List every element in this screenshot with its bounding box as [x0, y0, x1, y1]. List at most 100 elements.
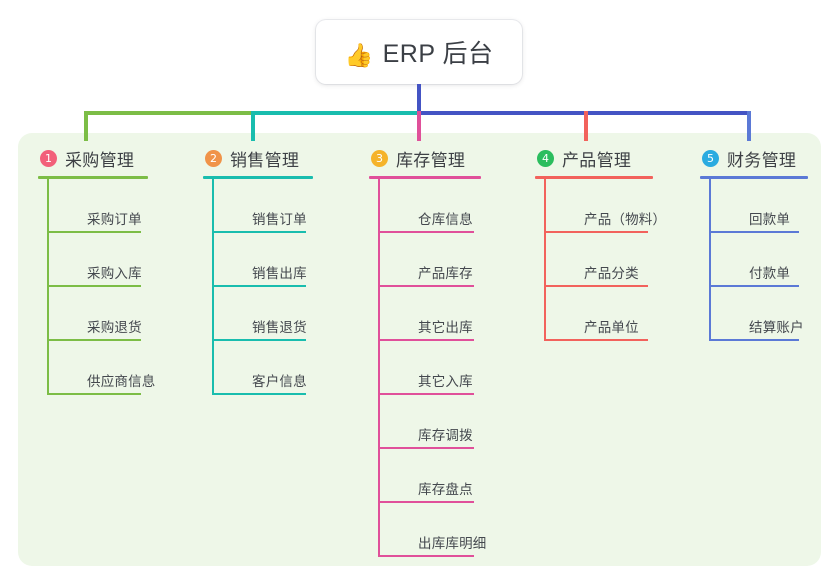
list-item-label: 供应商信息 — [87, 374, 156, 389]
list-item[interactable]: 付款单 — [711, 233, 839, 287]
list-item[interactable]: 供应商信息 — [49, 341, 190, 395]
list-item[interactable]: 出库库明细 — [380, 503, 521, 557]
list-item-rule — [546, 339, 648, 341]
list-item-rule — [380, 501, 474, 503]
column-badge-sales: 2 — [205, 149, 222, 167]
list-item-label: 付款单 — [749, 266, 791, 281]
list-item-label: 产品单位 — [584, 320, 639, 335]
list-item-rule — [546, 231, 648, 233]
list-item-label: 销售出库 — [252, 266, 307, 281]
list-item-rule — [711, 339, 799, 341]
list-item-label: 库存调拨 — [418, 428, 473, 443]
column-header-purchase[interactable]: 1 采购管理 — [38, 145, 190, 171]
column-spine-inventory — [378, 179, 380, 557]
column-spine-sales — [212, 179, 214, 395]
list-item-rule — [214, 393, 306, 395]
stub-finance — [747, 111, 751, 141]
list-item[interactable]: 产品库存 — [380, 233, 521, 287]
segment-teal — [252, 111, 418, 115]
list-item[interactable]: 客户信息 — [214, 341, 355, 395]
list-item[interactable]: 采购入库 — [49, 233, 190, 287]
list-item[interactable]: 采购退货 — [49, 287, 190, 341]
column-header-rule-finance — [700, 176, 808, 179]
root-trunk-connector — [417, 84, 421, 114]
column-items-finance: 回款单付款单结算账户 — [700, 179, 839, 341]
list-item-label: 其它入库 — [418, 374, 473, 389]
list-item-rule — [380, 231, 474, 233]
segment-green — [84, 111, 252, 115]
column-items-purchase: 采购订单采购入库采购退货供应商信息 — [38, 179, 190, 395]
column-badge-inventory: 3 — [371, 149, 388, 167]
stub-sales — [251, 111, 255, 141]
root-node-card[interactable]: 👍 ERP 后台 — [316, 20, 522, 84]
list-item-label: 结算账户 — [749, 320, 804, 335]
list-item-rule — [214, 285, 306, 287]
column-title-inventory: 库存管理 — [396, 150, 466, 170]
list-item-rule — [546, 285, 648, 287]
column-items-product: 产品（物料） 产品分类产品单位 — [535, 179, 687, 341]
column-purchase: 1 采购管理采购订单采购入库采购退货供应商信息 — [38, 145, 190, 395]
list-item-rule — [49, 339, 141, 341]
column-header-rule-sales — [203, 176, 313, 179]
column-header-inventory[interactable]: 3 库存管理 — [369, 145, 521, 171]
list-item-label: 客户信息 — [252, 374, 307, 389]
list-item-label: 其它出库 — [418, 320, 473, 335]
list-item-label: 采购退货 — [87, 320, 142, 335]
list-item-label: 库存盘点 — [418, 482, 473, 497]
list-item[interactable]: 库存调拨 — [380, 395, 521, 449]
stub-inventory — [417, 111, 421, 141]
column-badge-purchase: 1 — [40, 149, 57, 167]
list-item-rule — [49, 285, 141, 287]
column-spine-purchase — [47, 179, 49, 395]
list-item-rule — [214, 339, 306, 341]
list-item[interactable]: 销售出库 — [214, 233, 355, 287]
list-item-label: 销售订单 — [252, 212, 307, 227]
list-item-label: 采购订单 — [87, 212, 142, 227]
list-item-rule — [380, 393, 474, 395]
list-item[interactable]: 其它入库 — [380, 341, 521, 395]
list-item[interactable]: 回款单 — [711, 179, 839, 233]
list-item-rule — [711, 285, 799, 287]
list-item[interactable]: 销售退货 — [214, 287, 355, 341]
column-badge-product: 4 — [537, 149, 554, 167]
list-item-rule — [49, 393, 141, 395]
list-item-rule — [380, 339, 474, 341]
thumbs-up-icon: 👍 — [344, 42, 374, 68]
column-items-sales: 销售订单销售出库销售退货客户信息 — [203, 179, 355, 395]
column-items-inventory: 仓库信息产品库存其它出库其它入库库存调拨库存盘点出库库明细 — [369, 179, 521, 557]
root-node-title: 👍 ERP 后台 — [344, 34, 493, 70]
list-item[interactable]: 采购订单 — [49, 179, 190, 233]
list-item[interactable]: 库存盘点 — [380, 449, 521, 503]
column-header-rule-purchase — [38, 176, 148, 179]
stub-product — [584, 111, 588, 141]
list-item-rule — [380, 447, 474, 449]
column-title-finance: 财务管理 — [727, 150, 797, 170]
list-item-rule — [380, 555, 474, 557]
column-title-sales: 销售管理 — [230, 150, 300, 170]
column-header-sales[interactable]: 2 销售管理 — [203, 145, 355, 171]
list-item[interactable]: 仓库信息 — [380, 179, 521, 233]
column-spine-product — [544, 179, 546, 341]
list-item-label: 采购入库 — [87, 266, 142, 281]
column-title-purchase: 采购管理 — [65, 150, 135, 170]
list-item[interactable]: 其它出库 — [380, 287, 521, 341]
column-header-rule-product — [535, 176, 653, 179]
root-node-label: ERP 后台 — [382, 40, 494, 68]
list-item-label: 产品（物料） — [584, 212, 667, 227]
list-item[interactable]: 产品单位 — [546, 287, 687, 341]
list-item[interactable]: 产品（物料） — [546, 179, 687, 233]
list-item[interactable]: 销售订单 — [214, 179, 355, 233]
column-sales: 2 销售管理销售订单销售出库销售退货客户信息 — [203, 145, 355, 395]
list-item-label: 产品分类 — [584, 266, 639, 281]
column-inventory: 3 库存管理仓库信息产品库存其它出库其它入库库存调拨库存盘点出库库明细 — [369, 145, 521, 557]
list-item-label: 仓库信息 — [418, 212, 473, 227]
list-item[interactable]: 结算账户 — [711, 287, 839, 341]
column-header-rule-inventory — [369, 176, 481, 179]
stub-purchase — [84, 111, 88, 141]
list-item-label: 出库库明细 — [418, 536, 487, 551]
list-item[interactable]: 产品分类 — [546, 233, 687, 287]
list-item-rule — [214, 231, 306, 233]
